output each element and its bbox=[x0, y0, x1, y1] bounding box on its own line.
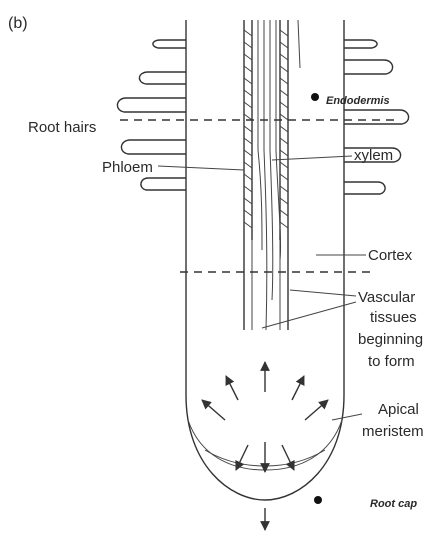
root-hairs-right bbox=[344, 40, 409, 194]
root-outline bbox=[186, 20, 344, 500]
xylem-strands bbox=[258, 20, 281, 330]
panel-label: (b) bbox=[8, 15, 28, 32]
label-vascular-4: to form bbox=[368, 353, 415, 370]
label-apical-1: Apical bbox=[378, 401, 419, 418]
label-endodermis: Endodermis bbox=[326, 95, 390, 107]
growth-arrows bbox=[202, 362, 328, 530]
label-xylem: xylem bbox=[354, 147, 393, 164]
label-vascular-2: tissues bbox=[370, 309, 417, 326]
label-root-hairs: Root hairs bbox=[28, 119, 96, 136]
label-phloem: Phloem bbox=[102, 159, 153, 176]
root-cap-dot bbox=[314, 496, 322, 504]
label-cortex: Cortex bbox=[368, 247, 413, 264]
label-root-cap: Root cap bbox=[370, 498, 417, 510]
label-vascular-1: Vascular bbox=[358, 289, 415, 306]
label-vascular-3: beginning bbox=[358, 331, 423, 348]
label-apical-2: meristem bbox=[362, 423, 424, 440]
endodermis-dot bbox=[311, 93, 319, 101]
